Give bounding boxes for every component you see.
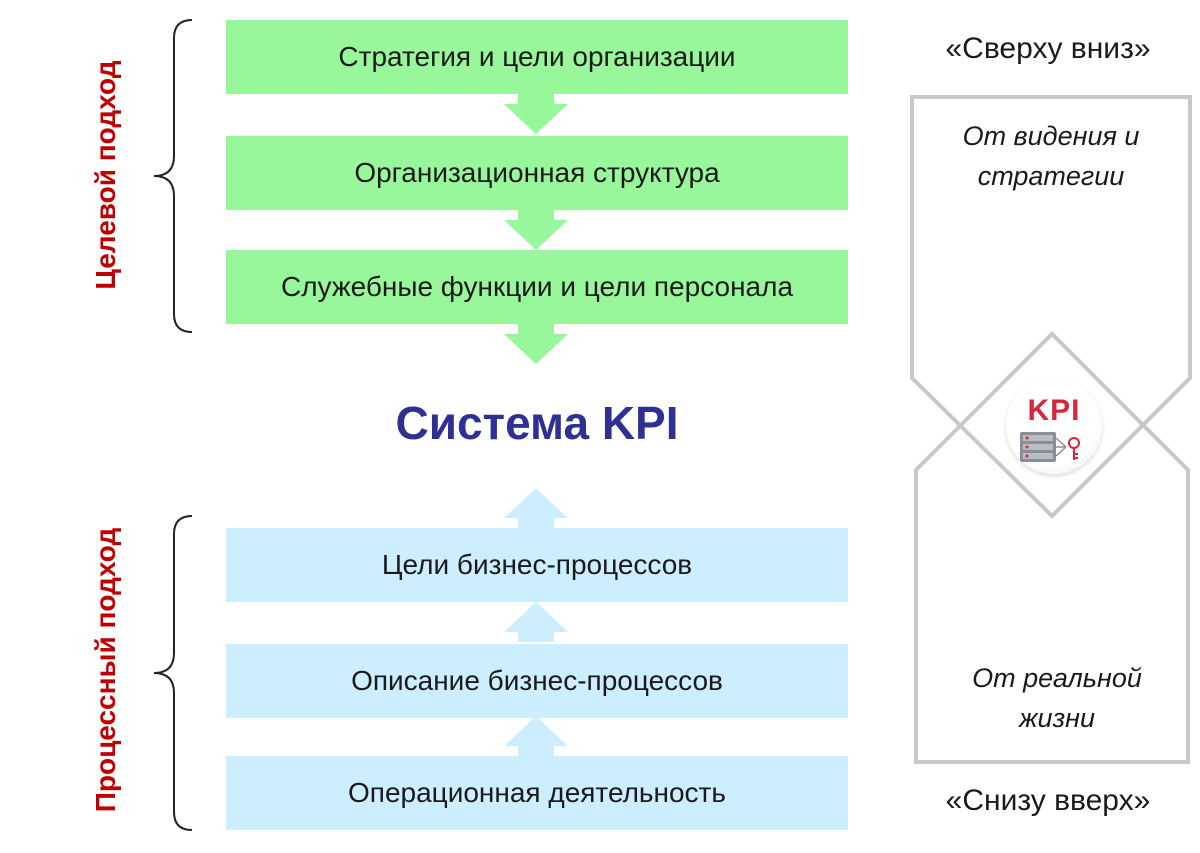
down-arrow-icon [504, 94, 568, 134]
bottom-up-caption-line2: жизни [1018, 703, 1096, 733]
bottom-up-caption-line1: От реальной [972, 663, 1142, 693]
bottom-up-caption: От реальной жизни [916, 658, 1198, 738]
bottom-step-operations: Операционная деятельность [226, 756, 848, 830]
top-down-caption-line2: стратегии [977, 161, 1125, 191]
up-arrow-icon [504, 716, 568, 756]
server-key-icon [1020, 432, 1080, 462]
down-arrow-icon [504, 210, 568, 250]
top-down-heading: «Сверху вниз» [945, 32, 1151, 65]
top-step-strategy: Стратегия и цели организации [226, 20, 848, 94]
kpi-logo-text: KPI [1027, 394, 1081, 427]
kpi-system-title: Система KPI [395, 397, 679, 449]
down-arrow-icon [504, 324, 568, 364]
bottom-curly-brace-icon [153, 515, 193, 831]
top-down-caption-line1: От видения и [962, 121, 1140, 151]
top-step-personnel: Служебные функции и цели персонала [226, 250, 848, 324]
up-arrow-icon [504, 488, 568, 528]
up-arrow-icon [504, 602, 568, 642]
top-down-caption: От видения и стратегии [912, 116, 1190, 196]
top-down-frame-shape [910, 95, 1192, 519]
bottom-step-process-description: Описание бизнес-процессов [226, 644, 848, 718]
top-step-structure: Организационная структура [226, 136, 848, 210]
kpi-logo-icon: KPI [1006, 378, 1102, 474]
bottom-up-heading: «Снизу вверх» [945, 784, 1151, 817]
bottom-approach-label: Процессный подход [90, 527, 121, 813]
top-approach-label: Целевой подход [90, 60, 121, 290]
top-curly-brace-icon [153, 19, 193, 333]
bottom-step-process-goals: Цели бизнес-процессов [226, 528, 848, 602]
bottom-up-frame-shape [914, 331, 1190, 764]
